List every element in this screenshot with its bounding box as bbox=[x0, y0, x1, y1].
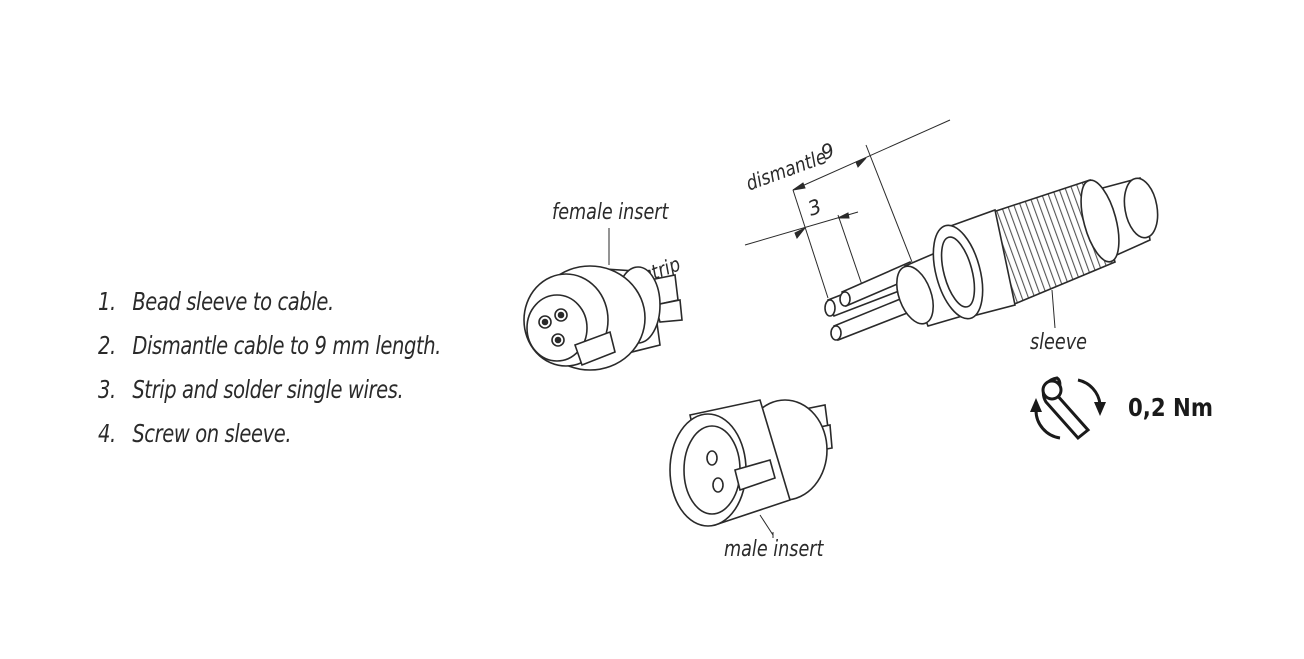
instruction-list: 1. Bead sleeve to cable. 2. Dismantle cabl… bbox=[98, 280, 441, 456]
female-insert-label: female insert bbox=[552, 200, 669, 225]
instruction-step: 3. Strip and solder single wires. bbox=[98, 368, 441, 412]
step-text: Dismantle cable to 9 mm length. bbox=[132, 331, 441, 360]
dimension-3-label: 3 bbox=[805, 194, 825, 221]
dimension-annotations bbox=[744, 119, 951, 299]
female-insert bbox=[523, 228, 683, 371]
step-text: Strip and solder single wires. bbox=[132, 375, 404, 404]
step-text: Screw on sleeve. bbox=[132, 419, 292, 448]
step-number: 4. bbox=[98, 419, 116, 448]
torque-value: 0,2 Nm bbox=[1128, 393, 1213, 422]
sleeve-label: sleeve bbox=[1030, 330, 1087, 355]
dismantle-label: dismantle bbox=[743, 146, 830, 196]
male-insert-label: male insert bbox=[724, 537, 824, 562]
male-insert bbox=[669, 399, 833, 538]
instruction-step: 1. Bead sleeve to cable. bbox=[98, 280, 441, 324]
step-number: 2. bbox=[98, 331, 116, 360]
sleeve bbox=[932, 176, 1159, 329]
wrench-rotate-icon bbox=[1030, 376, 1106, 441]
step-number: 1. bbox=[98, 287, 116, 316]
step-number: 3. bbox=[98, 375, 116, 404]
instruction-step: 4. Screw on sleeve. bbox=[98, 412, 441, 456]
step-text: Bead sleeve to cable. bbox=[132, 287, 334, 316]
instruction-step: 2. Dismantle cable to 9 mm length. bbox=[98, 324, 441, 368]
